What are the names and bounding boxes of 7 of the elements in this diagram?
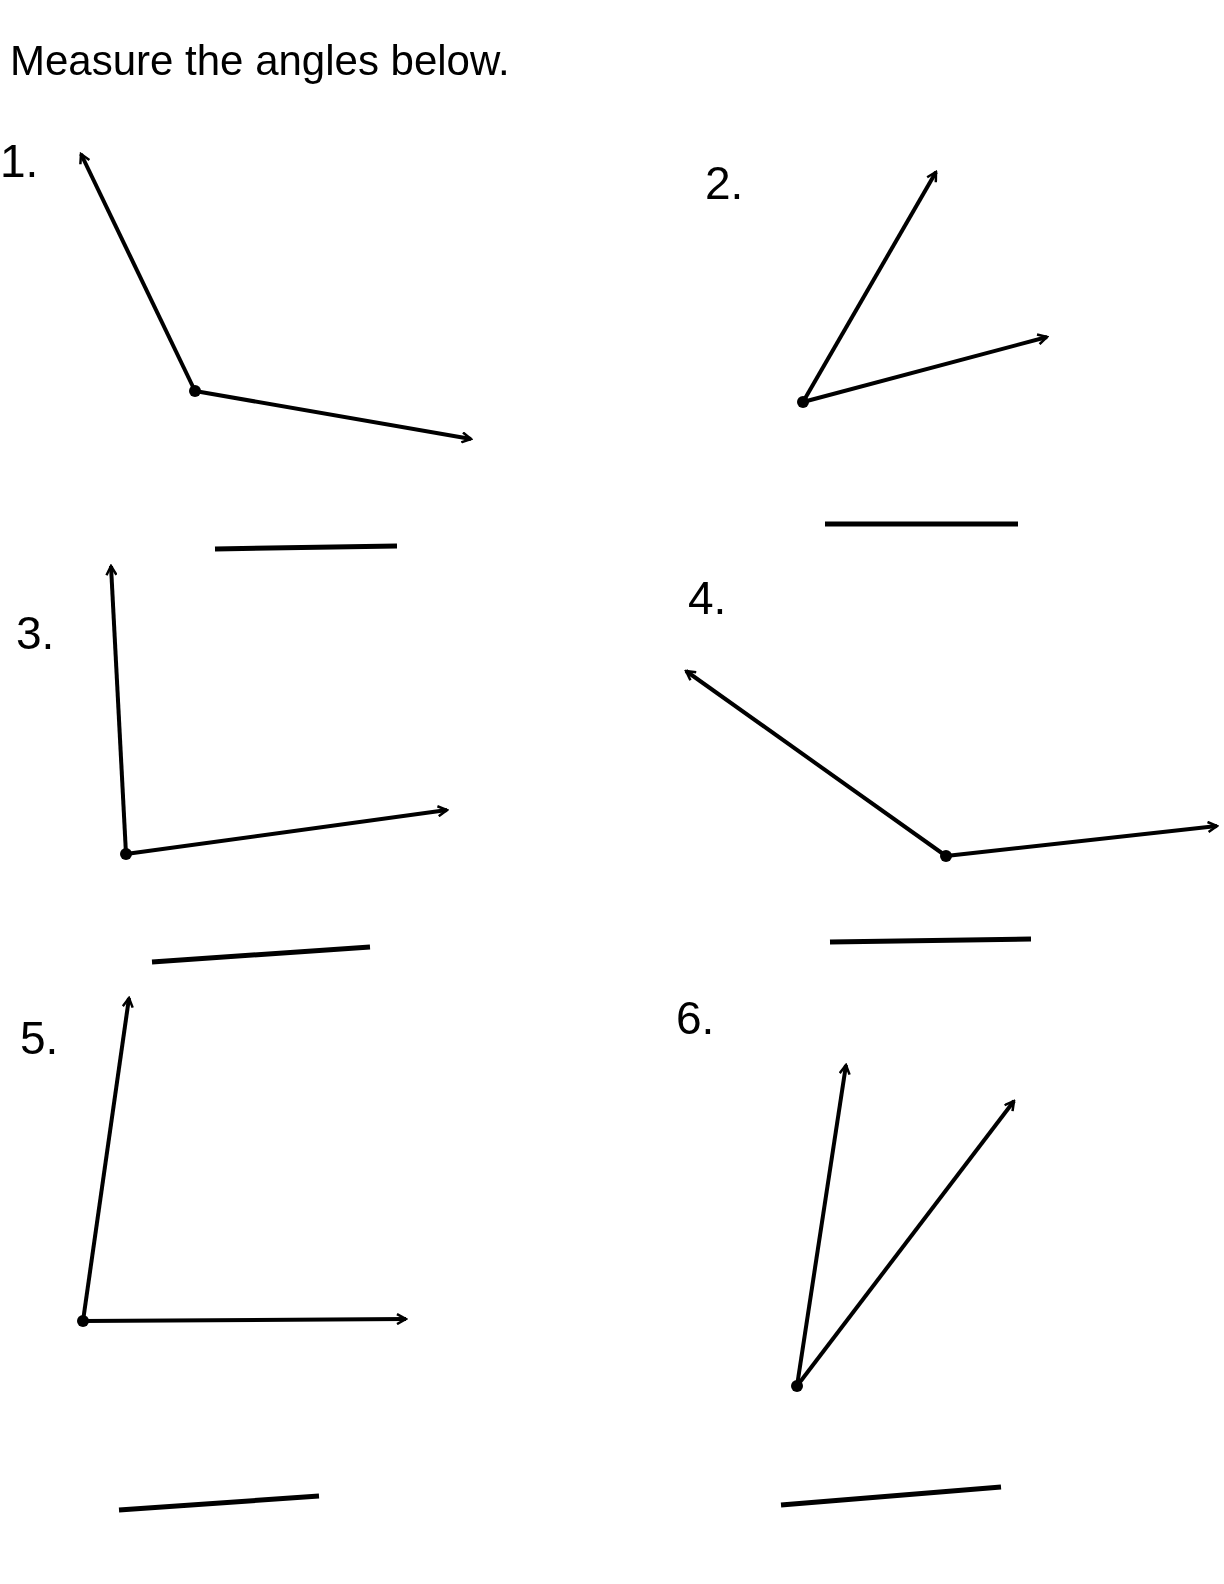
question-number: 1. (0, 138, 39, 184)
question-number: 2. (705, 160, 744, 206)
question-number: 3. (16, 610, 55, 656)
question-number: 5. (20, 1015, 59, 1061)
instruction-text: Measure the angles below. (10, 40, 510, 82)
question-number: 6. (676, 995, 715, 1041)
question-number: 4. (688, 575, 727, 621)
